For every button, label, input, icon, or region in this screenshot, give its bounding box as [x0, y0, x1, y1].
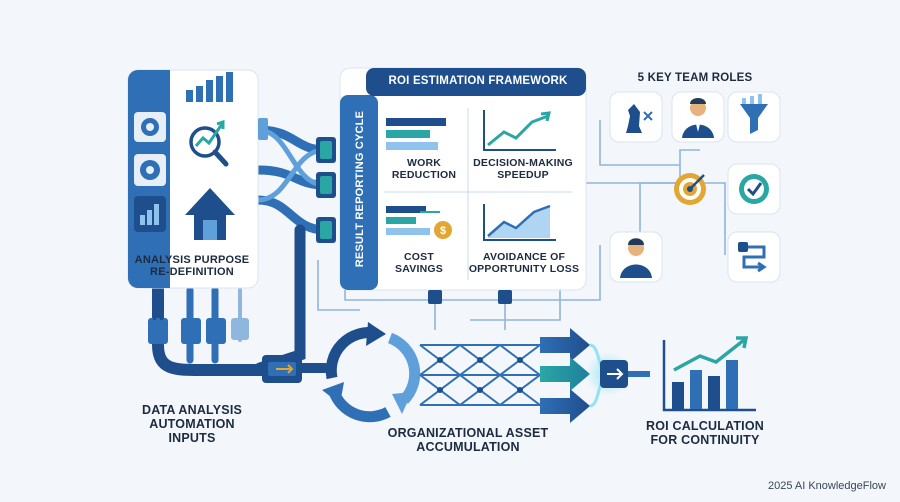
- gear-icon: [140, 160, 160, 180]
- work-reduction-label: WORK REDUCTION: [391, 157, 457, 181]
- analysis-purpose-label: ANALYSIS PURPOSE RE-DEFINITION: [134, 254, 250, 279]
- decision-speedup-label: DECISION-MAKING SPEEDUP: [473, 157, 573, 181]
- footer-credit: 2025 AI KnowledgeFlow: [767, 480, 886, 492]
- line-trend-icon: [483, 110, 556, 151]
- bar-chart-icon: [186, 72, 233, 102]
- svg-text:$: $: [440, 225, 446, 237]
- team-roles-title: 5 KEY TEAM ROLES: [637, 72, 753, 84]
- cycle-label: RESULT REPORTING CYCLE: [353, 110, 366, 268]
- bar-chart-icon: [140, 204, 159, 225]
- workflow-icon: [738, 242, 767, 273]
- cost-savings-icon: $: [386, 206, 452, 239]
- junction-connector: [586, 343, 650, 408]
- pipe-connectors: [262, 137, 336, 383]
- cost-savings-label: COST SAVINGS: [395, 251, 443, 275]
- team-role-cards: [609, 91, 781, 283]
- framework-title: ROI ESTIMATION FRAMEWORK: [388, 75, 568, 87]
- cycle-arrows-icon: [322, 322, 421, 423]
- horizontal-bar-icon: [386, 118, 446, 150]
- chess-strategy-icon: [626, 104, 653, 133]
- network-nodes: [437, 357, 523, 393]
- gear-icon: [141, 118, 159, 136]
- target-icon: [674, 173, 706, 205]
- input-plugs: [148, 312, 249, 344]
- magnifier-trend-icon: [189, 119, 229, 167]
- house-arrow-icon: [185, 188, 235, 240]
- opportunity-loss-label: AVOIDANCE OF OPPORTUNITY LOSS: [468, 251, 580, 275]
- analysis-purpose-panel: [127, 69, 268, 289]
- roi-framework-panel: $: [339, 67, 587, 291]
- output-arrows: [540, 328, 590, 423]
- data-inputs-label: DATA ANALYSIS AUTOMATION INPUTS: [141, 403, 243, 445]
- person-avatar-icon: [620, 238, 652, 278]
- check-badge-icon: [739, 174, 769, 204]
- framework-plugs: [428, 290, 512, 304]
- roi-bar-chart-icon: [662, 336, 756, 412]
- network-mesh: [419, 343, 541, 407]
- person-avatar-icon: [682, 98, 714, 138]
- funnel-icon: [740, 94, 768, 134]
- area-chart-icon: [483, 204, 556, 241]
- roi-continuity-label: ROI CALCULATION FOR CONTINUITY: [645, 419, 765, 447]
- asset-accumulation-label: ORGANIZATIONAL ASSET ACCUMULATION: [387, 426, 549, 454]
